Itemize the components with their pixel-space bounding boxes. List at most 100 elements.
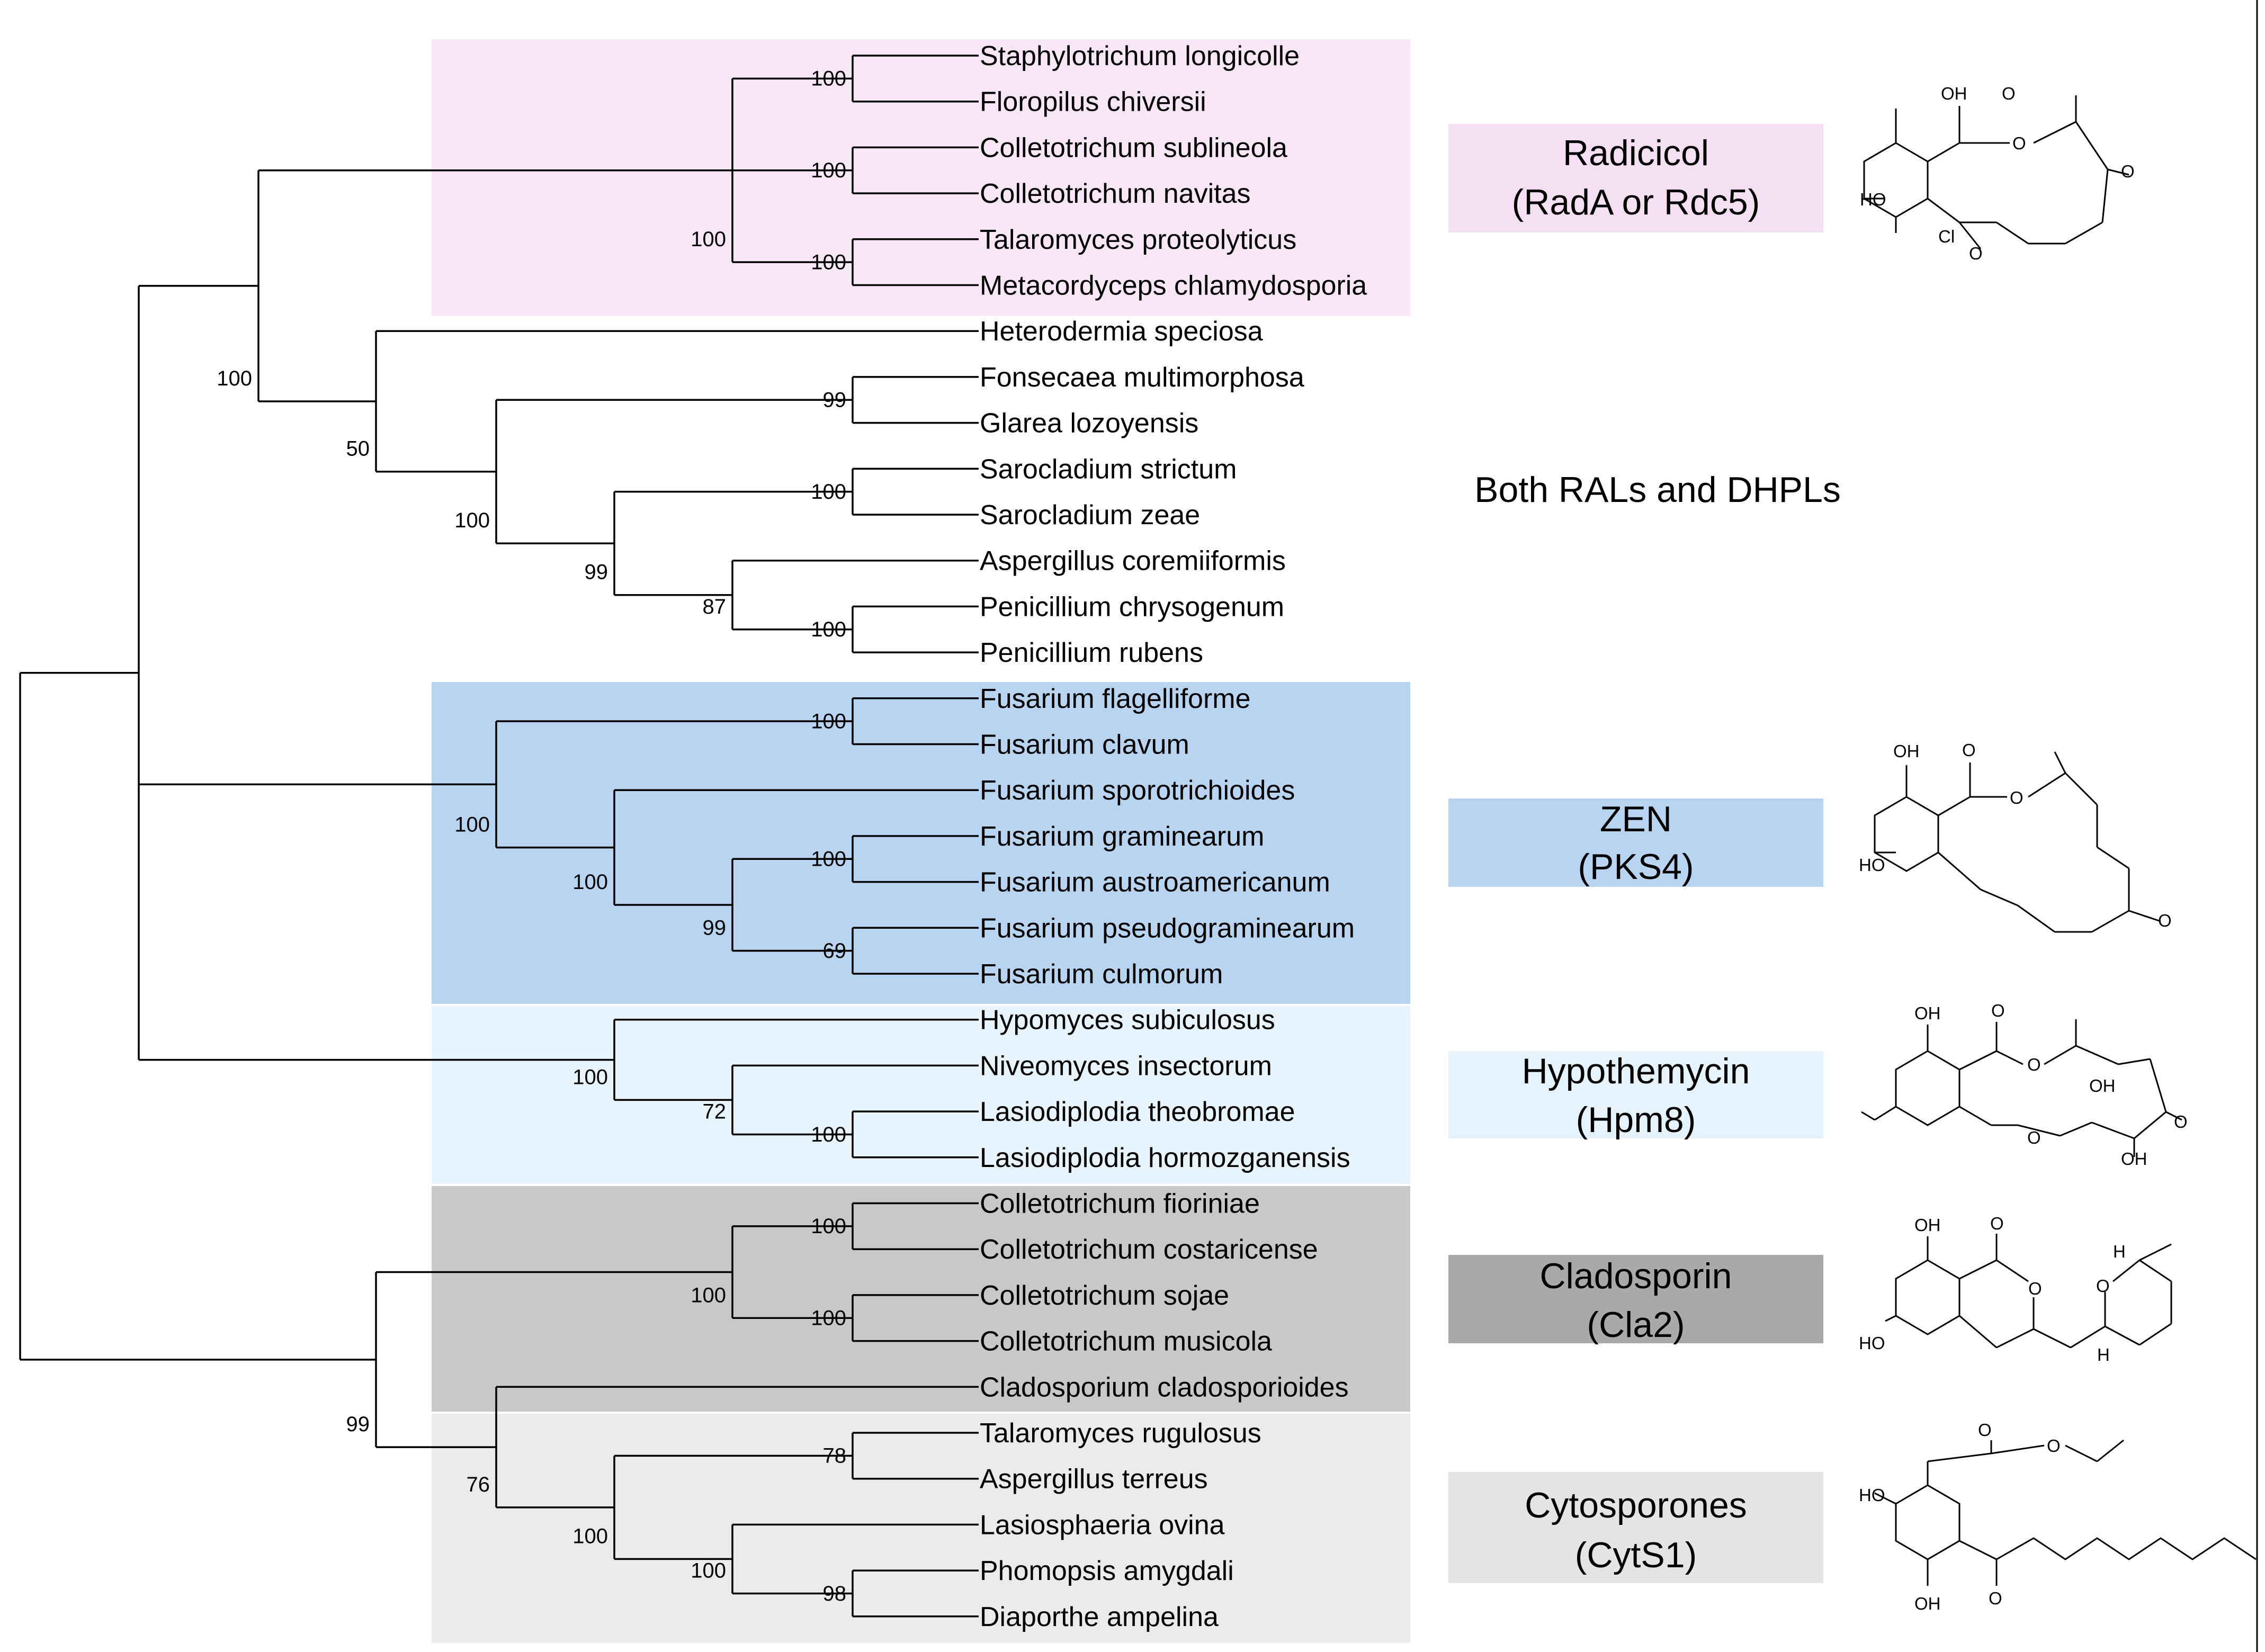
cladosporin-atom-5: HO — [1859, 1333, 1885, 1353]
leaf-label: Staphylotrichum longicolle — [980, 41, 1300, 71]
leaf-label: Fusarium flagelliforme — [980, 684, 1251, 714]
bootstrap-n_top: 100 — [217, 367, 252, 390]
leaf-label: Aspergillus terreus — [980, 1464, 1208, 1495]
zen-structure: OH O O HO O — [1859, 740, 2172, 933]
cytosporones-label-line1: Cytosporones — [1525, 1485, 1747, 1525]
radicicol-band — [432, 39, 1410, 316]
cytosporones-atom-2: HO — [1859, 1485, 1885, 1505]
bootstrap-n_coll2_a: 100 — [811, 1215, 846, 1238]
leaf-label: Colletotrichum costaricense — [980, 1234, 1318, 1265]
radicicol-atom-6: O — [1969, 244, 1983, 263]
cytosporones-structure: O O HO OH O — [1859, 1420, 2257, 1613]
leaf-label: Talaromyces proteolyticus — [980, 225, 1296, 255]
leaf-label: Penicillium rubens — [980, 638, 1203, 668]
radicicol-label-line2: (RadA or Rdc5) — [1512, 182, 1760, 222]
hypothemycin-structure: OH O O OH O O OH — [1861, 1001, 2188, 1169]
bootstrap-n_fons_rest: 100 — [454, 509, 490, 532]
cladosporin-atom-3: H — [2113, 1242, 2126, 1261]
radicicol-atom-2: O — [2012, 133, 2026, 153]
hypothemycin-label-line2: (Hpm8) — [1576, 1100, 1696, 1140]
cladosporin-structure: OH O O H O HO H — [1859, 1214, 2172, 1364]
hypothemycin-atom-0: OH — [1914, 1003, 1941, 1023]
bootstrap-n_radicicol: 100 — [691, 228, 726, 251]
bootstrap-labels: 100 100 100 100 100 87 100 99 99 100 50 100 100 100 69… — [217, 67, 846, 1605]
clade-labels: Radicicol (RadA or Rdc5) Both RALs and D… — [1448, 124, 1841, 1583]
radicicol-atom-3: O — [2121, 161, 2135, 181]
radicicol-label-box — [1448, 124, 1823, 232]
radicicol-atom-5: Cl — [1938, 227, 1955, 246]
bootstrap-n_fons_glarea: 99 — [823, 389, 847, 412]
bootstrap-n_coll2_b: 100 — [811, 1307, 846, 1330]
leaf-label: Fusarium culmorum — [980, 959, 1223, 990]
hypothemycin-atom-5: O — [2027, 1128, 2041, 1147]
leaf-label: Penicillium chrysogenum — [980, 591, 1284, 622]
leaf-label: Fusarium clavum — [980, 730, 1189, 760]
hypothemycin-band — [432, 1006, 1410, 1184]
bootstrap-n_niveo: 72 — [703, 1100, 727, 1123]
cladosporin-atom-1: O — [1990, 1214, 2004, 1233]
cladosporin-label-line1: Cladosporin — [1540, 1256, 1732, 1296]
cytosporones-label-box — [1448, 1472, 1823, 1583]
bootstrap-n_asp_pen: 87 — [703, 595, 727, 618]
bootstrap-n_saro_asp: 99 — [585, 561, 608, 584]
bootstrap-n_lasi_pho: 100 — [691, 1559, 726, 1582]
bootstrap-n_fus_gp: 99 — [703, 917, 727, 940]
cladosporin-atom-4: O — [2096, 1276, 2110, 1296]
leaf-label: Colletotrichum navitas — [980, 178, 1251, 209]
zen-label-line1: ZEN — [1600, 799, 1672, 839]
hypothemycin-label-box — [1448, 1051, 1823, 1138]
bootstrap-n_fus_pc: 69 — [823, 939, 847, 963]
zen-atom-1: O — [1962, 740, 1976, 760]
hypothemycin-atom-6: OH — [2121, 1149, 2147, 1169]
cladosporin-atom-0: OH — [1914, 1215, 1941, 1235]
zen-atom-2: O — [2010, 788, 2024, 807]
zen-label-box — [1448, 798, 1823, 887]
zen-atom-0: OH — [1893, 741, 1920, 761]
cladosporin-atom-6: H — [2097, 1345, 2110, 1364]
leaf-label: Talaromyces rugulosus — [980, 1418, 1261, 1449]
bootstrap-n_fus_spo: 100 — [572, 870, 608, 894]
leaf-label: Fusarium austroamericanum — [980, 867, 1330, 898]
cladosporin-atom-2: O — [2028, 1279, 2042, 1298]
zen-label-line2: (PKS4) — [1578, 847, 1694, 887]
bootstrap-n_cyto_clado: 76 — [467, 1473, 490, 1496]
leaf-label: Colletotrichum fioriniae — [980, 1189, 1260, 1219]
bootstrap-n_pen: 100 — [811, 618, 846, 641]
bootstrap-n_fus_gram: 100 — [811, 848, 846, 871]
bootstrap-n_tal_asp: 78 — [823, 1444, 847, 1468]
clade-bands — [432, 39, 1410, 1643]
hypothemycin-atom-4: O — [2174, 1112, 2188, 1132]
bootstrap-n_fus_flag: 100 — [811, 710, 846, 733]
cladosporin-label-line2: (Cla2) — [1587, 1305, 1685, 1345]
leaf-label: Colletotrichum musicola — [980, 1326, 1272, 1357]
leaf-label: Sarocladium zeae — [980, 500, 1200, 531]
leaf-label: Aspergillus coremiiformis — [980, 546, 1286, 577]
cladosporin-label-box — [1448, 1255, 1823, 1343]
bootstrap-n_clado_group: 99 — [346, 1413, 370, 1436]
radicicol-atom-0: OH — [1941, 84, 1967, 103]
bootstrap-n_pho_dia: 98 — [823, 1582, 847, 1605]
bootstrap-n_saro: 100 — [811, 480, 846, 504]
leaf-label: Phomopsis amygdali — [980, 1556, 1234, 1586]
cytosporones-atom-3: OH — [1914, 1594, 1941, 1613]
hypothemycin-atom-2: O — [2027, 1055, 2041, 1074]
zen-atom-3: HO — [1859, 855, 1885, 875]
cytosporones-band — [432, 1414, 1410, 1643]
leaf-label: Glarea lozoyensis — [980, 408, 1198, 439]
bootstrap-n_both: 50 — [346, 437, 370, 461]
radicicol-atom-4: HO — [1860, 190, 1886, 209]
leaf-label: Colletotrichum sublineola — [980, 132, 1287, 163]
cytosporones-label-line2: (CytS1) — [1575, 1535, 1697, 1575]
leaf-label: Fusarium sporotrichioides — [980, 775, 1295, 806]
hypothemycin-atom-3: OH — [2089, 1076, 2116, 1096]
leaf-label: Lasiodiplodia theobromae — [980, 1097, 1295, 1127]
leaf-label: Diaporthe ampelina — [980, 1602, 1219, 1632]
both-label: Both RALs and DHPLs — [1474, 470, 1841, 510]
bootstrap-n_talaro_meta: 100 — [811, 251, 846, 274]
cytosporones-atom-0: O — [1978, 1420, 1992, 1440]
bootstrap-n_zen: 100 — [454, 813, 490, 837]
bootstrap-n_staph_flor: 100 — [811, 67, 846, 91]
